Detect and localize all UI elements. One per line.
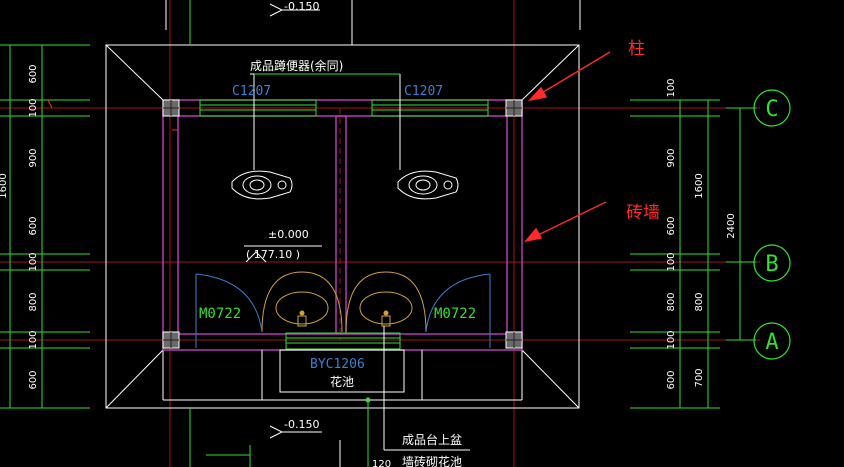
dim-right-6: 100: [666, 330, 677, 349]
dim-left-7: 800: [28, 292, 39, 311]
column: [162, 331, 180, 349]
dim-right-2: 900: [666, 148, 677, 167]
axis-bubbles: C B A: [753, 89, 791, 360]
dim-left-texts: 600 100 900 1600 600 100 800 100 600: [0, 64, 39, 389]
elevation-value: ( 177.10 ): [246, 248, 300, 261]
dim-right-chain: [630, 99, 756, 409]
column: [505, 331, 523, 349]
axis-bubble-b: [753, 244, 791, 282]
elevation-top: -0.150: [284, 0, 319, 13]
dim-left-6: 100: [28, 252, 39, 271]
window-bottom: [285, 332, 401, 350]
column: [162, 99, 180, 117]
annotation-arrows: [524, 51, 611, 243]
window-left: [199, 99, 317, 117]
fixture-label: 成品蹲便器(余同): [250, 58, 343, 73]
leader-dot: [365, 397, 371, 403]
elevation-zero: ±0.000: [268, 228, 309, 241]
small-num-bottom: 120: [372, 459, 391, 467]
window-label-left: C1207: [232, 84, 271, 99]
dim-left-1: 600: [28, 64, 39, 83]
windows: [199, 99, 489, 350]
shutter-label: BYC1206: [310, 357, 365, 372]
dim-right-mid-2: 800: [694, 292, 705, 311]
columns: [162, 99, 523, 349]
dim-right-total: 2400: [726, 213, 737, 238]
dim-left-9: 600: [28, 370, 39, 389]
dim-left-3: 900: [28, 148, 39, 167]
axis-label-b: B: [765, 252, 778, 277]
arrow-column: [539, 51, 611, 95]
axis-lines: [0, 0, 760, 467]
door-right-swing: [425, 273, 491, 333]
leaders: [244, 73, 470, 451]
elevation-bottom: -0.150: [284, 418, 319, 431]
dim-left-4: 1600: [0, 173, 9, 198]
axis-label-a: A: [765, 330, 778, 355]
squat-toilet-right: [397, 170, 459, 200]
dim-right-texts: 100 900 600 100 800 100 600 1600 800 700…: [666, 78, 737, 389]
squat-toilet-left: [231, 170, 293, 200]
dim-left-chain: [0, 44, 90, 409]
dim-right-1: 100: [666, 78, 677, 97]
basin-label: 成品台上盆: [402, 432, 462, 447]
elevation-markers: [165, 0, 581, 467]
basin-right: [345, 271, 427, 333]
axis-bubble-c: [753, 89, 791, 127]
dim-left-2: 100: [28, 98, 39, 117]
axis-label-c: C: [765, 97, 778, 122]
flower-bed-label: 花池: [330, 374, 354, 389]
dim-right-3: 600: [666, 216, 677, 235]
dim-right-mid-3: 700: [694, 368, 705, 387]
door-label-right: M0722: [434, 306, 476, 322]
flower-bed: [261, 349, 423, 400]
dim-left-5: 600: [28, 216, 39, 235]
dim-right-4: 100: [666, 252, 677, 271]
window-right: [371, 99, 489, 117]
annotation-brick-wall: 砖墙: [626, 203, 660, 223]
window-label-right: C1207: [404, 84, 443, 99]
annotation-column: 柱: [628, 39, 645, 59]
dim-left-8: 100: [28, 330, 39, 349]
brick-bed-label: 墙砖砌花池: [402, 454, 462, 467]
doors: [195, 273, 491, 348]
text-labels: 成品蹲便器(余同) C1207 C1207 M0722 M0722 ±0.000…: [199, 0, 660, 467]
roof-outline: [105, 44, 580, 409]
door-label-left: M0722: [199, 306, 241, 322]
dim-right-5: 800: [666, 292, 677, 311]
axis-bubble-a: [753, 322, 791, 360]
dim-right-mid-1: 1600: [694, 173, 705, 198]
basin-left: [261, 271, 343, 333]
arrow-wall: [535, 201, 607, 237]
small-marks: [47, 99, 178, 131]
column: [505, 99, 523, 117]
dim-right-7: 600: [666, 370, 677, 389]
door-left-swing: [195, 273, 263, 333]
